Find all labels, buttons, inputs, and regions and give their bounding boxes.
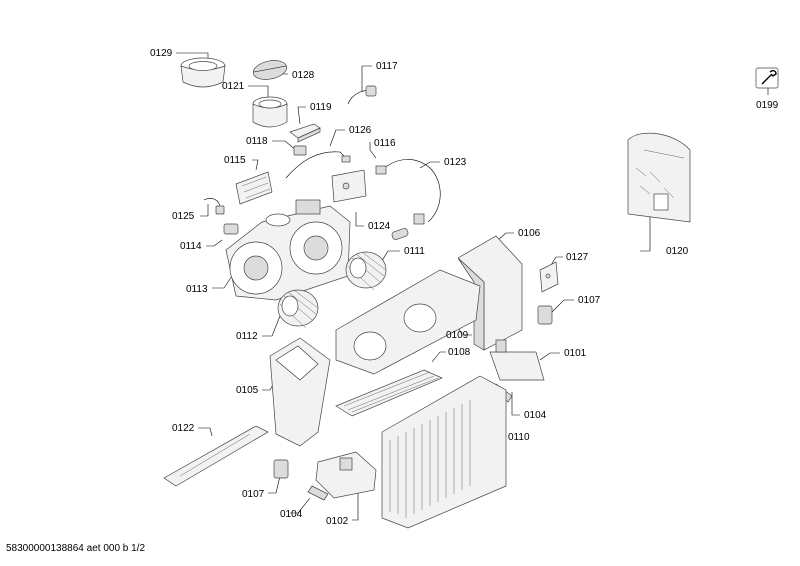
label-0124: 0124	[368, 221, 391, 232]
label-0109: 0109	[446, 330, 469, 341]
part-0111-fan-wheel	[345, 251, 387, 291]
label-0112: 0112	[236, 331, 258, 342]
part-0109-inner-panel	[335, 269, 481, 375]
label-0129: 0129	[150, 48, 173, 59]
label-0121: 0121	[222, 81, 245, 92]
part-0119-bracket	[289, 123, 321, 143]
label-0125: 0125	[172, 211, 195, 222]
part-0105-side-panel	[269, 337, 331, 447]
label-0102: 0102	[326, 516, 349, 527]
part-0112-fan-wheel	[277, 289, 319, 329]
part-0108-grease-filter	[335, 369, 443, 417]
part-0122-strip	[163, 425, 269, 487]
label-0115: 0115	[224, 155, 246, 166]
part-0104-hinge-2	[307, 485, 329, 501]
part-0123-cable	[375, 159, 441, 225]
label-0119: 0119	[310, 102, 332, 113]
label-0111: 0111	[404, 246, 425, 257]
label-0107-lower: 0107	[242, 489, 265, 500]
part-0114-lamp-holder	[223, 223, 239, 235]
part-0116-pcb	[331, 169, 367, 203]
label-0106: 0106	[518, 228, 541, 239]
label-0122: 0122	[172, 423, 195, 434]
part-labels: 0129 0128 0117 0121 0119 0126 0118 0116 …	[150, 48, 779, 527]
part-0107-switch	[537, 305, 553, 325]
part-0118-connector	[293, 145, 307, 156]
part-0102-control-unit	[315, 451, 377, 499]
part-0120-bag	[627, 132, 691, 223]
label-0114: 0114	[180, 241, 202, 252]
part-0199-tool-box	[755, 67, 779, 89]
label-0104-lower: 0104	[280, 509, 303, 520]
label-0107-upper: 0107	[578, 295, 601, 306]
label-0126: 0126	[349, 125, 372, 136]
document-footer: 58300000138864 aet 000 b 1/2	[6, 543, 146, 554]
part-0126-wiring	[285, 151, 351, 179]
part-0115-pcb	[235, 171, 273, 205]
part-0106-bracket	[457, 235, 523, 351]
label-0128: 0128	[292, 70, 315, 81]
label-0104-upper: 0104	[524, 410, 547, 421]
part-0129-collar	[180, 57, 226, 88]
part-0107-switch-2	[273, 459, 289, 479]
label-0127: 0127	[566, 252, 589, 263]
label-0118: 0118	[246, 136, 268, 147]
part-0101-control-bracket	[489, 339, 545, 381]
label-0116: 0116	[374, 138, 396, 149]
label-0105: 0105	[236, 385, 259, 396]
label-0120: 0120	[666, 246, 689, 257]
part-0124-capacitor	[391, 228, 409, 240]
label-0123: 0123	[444, 157, 467, 168]
part-0117-cable-plug	[347, 85, 377, 105]
label-0117: 0117	[376, 61, 398, 72]
label-0101: 0101	[564, 348, 587, 359]
part-0127-plate	[539, 261, 559, 293]
part-0110-front-panel	[381, 375, 507, 529]
wrench-icon	[761, 70, 777, 85]
part-0125-sensor	[203, 198, 225, 215]
label-0113: 0113	[186, 284, 208, 295]
label-0110: 0110	[508, 432, 530, 443]
part-0121-collar	[252, 96, 288, 128]
label-0108: 0108	[448, 347, 471, 358]
label-0199: 0199	[756, 100, 779, 111]
part-0128-flap	[252, 60, 288, 80]
part-0113-fan-housing	[225, 199, 351, 301]
